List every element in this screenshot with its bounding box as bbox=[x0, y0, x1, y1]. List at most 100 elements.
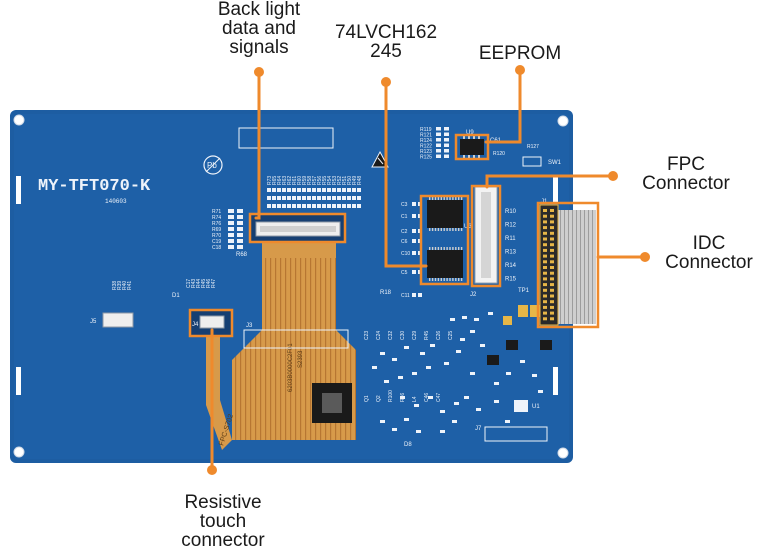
silk-pad bbox=[412, 293, 416, 297]
silk-col-label: C29 bbox=[412, 331, 418, 340]
silk-pad bbox=[436, 154, 441, 158]
silk-pad bbox=[272, 188, 276, 192]
chip-pin bbox=[446, 278, 448, 281]
idc-pin bbox=[543, 209, 547, 212]
silk-pad bbox=[277, 204, 281, 208]
silk-pad bbox=[404, 346, 409, 349]
callout-backlight-line1: Back light bbox=[217, 0, 301, 20]
silk-pad bbox=[440, 410, 445, 413]
silk-pad bbox=[337, 204, 341, 208]
silk-pad bbox=[347, 196, 351, 200]
idc-pin bbox=[543, 271, 547, 275]
r68-label: R68 bbox=[236, 252, 248, 258]
silk-row-label: R13 bbox=[505, 250, 517, 256]
silk-pad bbox=[312, 196, 316, 200]
date-code-label: 140603 bbox=[105, 198, 127, 205]
mount-hole-br bbox=[557, 447, 569, 459]
idc-pin bbox=[550, 288, 554, 292]
silk-pad bbox=[352, 196, 356, 200]
callout-line-buffer bbox=[384, 80, 428, 268]
tantalum-cap-3 bbox=[503, 316, 512, 325]
idc-pin bbox=[543, 288, 547, 292]
j5-label: J5 bbox=[90, 319, 97, 325]
silk-outline-top bbox=[238, 127, 334, 149]
idc-pin bbox=[543, 237, 547, 241]
silk-col-label: R45 bbox=[424, 331, 430, 340]
silk-pad bbox=[267, 196, 271, 200]
silk-pad bbox=[302, 204, 306, 208]
fpc-connector-slot bbox=[481, 192, 491, 278]
silk-pad bbox=[444, 138, 449, 142]
chip-pin bbox=[429, 197, 431, 200]
chip-pin bbox=[452, 247, 454, 250]
chip-pin bbox=[452, 197, 454, 200]
silk-pad bbox=[292, 196, 296, 200]
silk-pad bbox=[342, 196, 346, 200]
silk-pad bbox=[307, 188, 311, 192]
silk-pad bbox=[412, 202, 416, 206]
silk-pad bbox=[436, 132, 441, 136]
silk-pad bbox=[237, 215, 243, 219]
idc-pin bbox=[550, 317, 554, 321]
silk-pad bbox=[307, 196, 311, 200]
silk-pad bbox=[444, 132, 449, 136]
mount-hole-bl bbox=[13, 446, 25, 458]
silk-pad bbox=[444, 154, 449, 158]
silk-pad bbox=[322, 196, 326, 200]
buffer-chip-u2 bbox=[427, 247, 463, 281]
silk-pad bbox=[357, 188, 361, 192]
idc-pin bbox=[543, 254, 547, 258]
silk-pad bbox=[357, 204, 361, 208]
silk-row-label: R71 bbox=[212, 209, 221, 215]
chip-pin bbox=[437, 228, 440, 231]
silk-col-label: R38 bbox=[112, 281, 118, 290]
silk-pad bbox=[412, 372, 417, 375]
silk-col-label: R44 bbox=[196, 279, 202, 288]
chip-pin bbox=[431, 197, 434, 200]
callout-box-fpc bbox=[470, 184, 502, 288]
idc-pin bbox=[550, 271, 554, 275]
sw1-label: SW1 bbox=[548, 160, 562, 166]
chip-pin bbox=[446, 228, 448, 231]
silk-pad bbox=[460, 338, 465, 341]
silk-row-label: R76 bbox=[212, 221, 221, 227]
driver-ic-die bbox=[322, 393, 342, 413]
chip-pin bbox=[455, 228, 457, 231]
silk-col-label: R55 bbox=[322, 176, 328, 185]
callout-touch-line1: Resistive bbox=[184, 492, 262, 513]
silk-pad bbox=[412, 251, 416, 255]
silk-pad bbox=[392, 428, 397, 431]
callout-touch-line3: connector bbox=[181, 530, 265, 551]
silk-pad bbox=[380, 352, 385, 355]
tantalum-cap-2 bbox=[530, 305, 540, 317]
chip-pin bbox=[434, 228, 437, 231]
idc-pin bbox=[550, 209, 554, 212]
callout-label-backlight: Back light data and signals bbox=[198, 0, 320, 57]
idc-pin bbox=[543, 317, 547, 321]
esd-warning-icon bbox=[371, 150, 389, 168]
silk-col-label: R50 bbox=[347, 176, 353, 185]
silk-row-label: R69 bbox=[212, 227, 221, 233]
silk-row-label: C18 bbox=[212, 245, 221, 251]
silk-pad bbox=[476, 408, 481, 411]
silk-pad bbox=[282, 204, 286, 208]
silk-pad bbox=[480, 344, 485, 347]
silk-col-label: R73 bbox=[267, 176, 273, 185]
silk-pad bbox=[412, 270, 416, 274]
silk-col-label: R52 bbox=[337, 176, 343, 185]
pb-free-text: Pb bbox=[207, 161, 217, 170]
silk-pad bbox=[488, 312, 493, 315]
silk-pad bbox=[342, 204, 346, 208]
silk-pad bbox=[436, 127, 441, 131]
silk-pad bbox=[532, 374, 537, 377]
chip-pin bbox=[429, 228, 431, 231]
silk-pad bbox=[228, 239, 234, 243]
silk-pad bbox=[337, 196, 341, 200]
silk-col-label: R61 bbox=[292, 176, 298, 185]
silk-col-label: C47 bbox=[436, 393, 442, 402]
callout-dot-fpc bbox=[608, 171, 618, 181]
silk-pad bbox=[337, 188, 341, 192]
silk-col-label: C26 bbox=[436, 331, 442, 340]
chip-pin bbox=[429, 278, 431, 281]
